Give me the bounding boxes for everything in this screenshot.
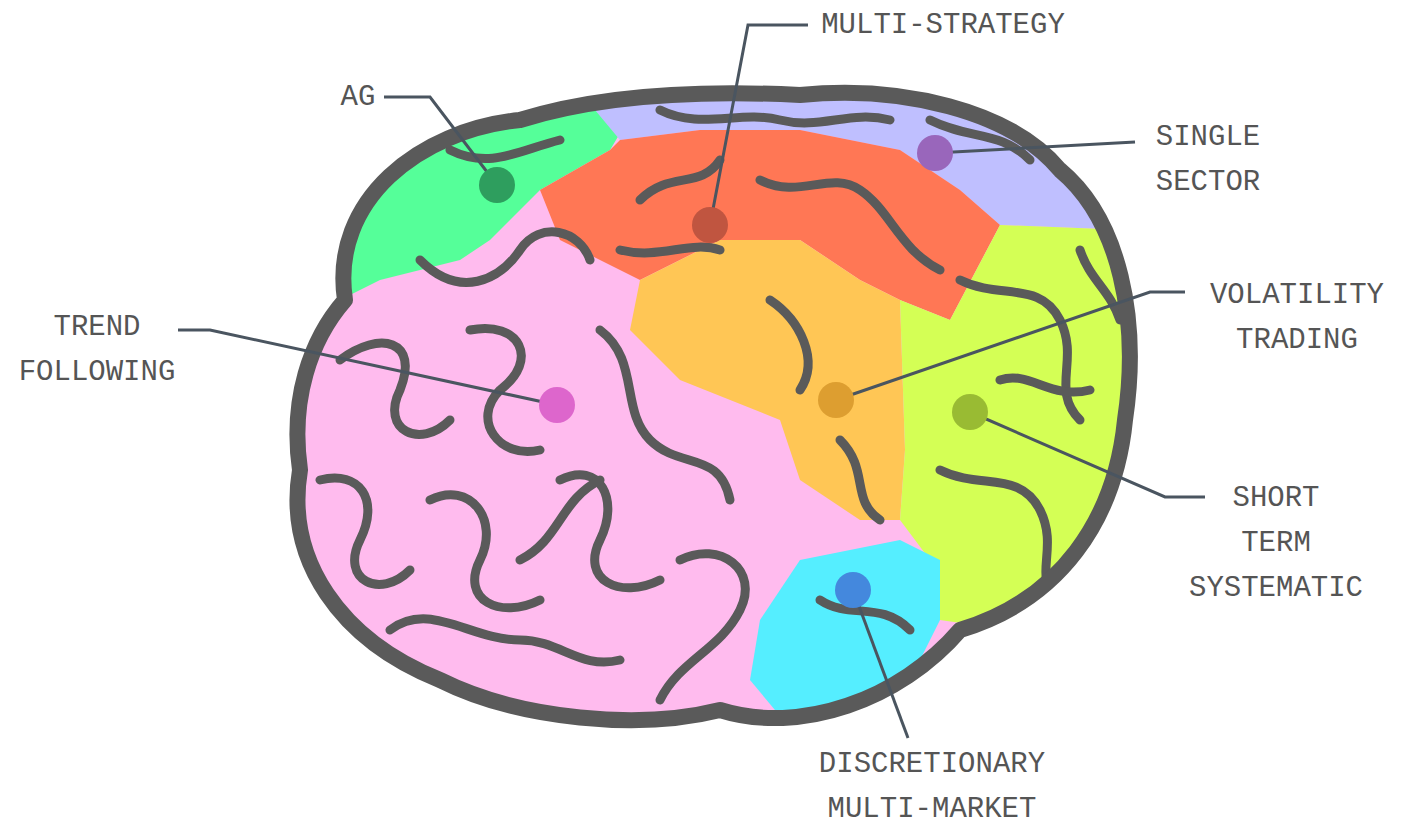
region-dot — [539, 387, 575, 423]
region-dot — [479, 167, 515, 203]
region-label: SINGLE SECTOR — [1143, 115, 1274, 205]
region-dot — [818, 382, 854, 418]
region-label: MULTI-STRATEGY — [804, 3, 1082, 48]
region-dot — [952, 394, 988, 430]
leader-line — [710, 25, 808, 225]
leader-line — [853, 590, 908, 738]
brain-regions — [250, 60, 1200, 780]
leader-line — [384, 97, 497, 185]
trend-region — [250, 60, 1200, 780]
region-label: TREND FOLLOWING — [6, 305, 189, 395]
leader-line — [970, 412, 1205, 497]
leader-line — [178, 330, 557, 405]
region-dot — [917, 135, 953, 171]
region-label: VOLATILITY TRADING — [1201, 273, 1392, 363]
brain-outline — [297, 93, 1129, 720]
region-dot — [692, 207, 728, 243]
region-dots — [479, 135, 988, 608]
region-label: SHORT TERM SYSTEMATIC — [1185, 476, 1368, 611]
leader-line — [836, 292, 1185, 400]
region-label: DISCRETIONARY MULTI-MARKET — [806, 742, 1058, 832]
region-label: AG — [323, 75, 393, 120]
region-dot — [835, 572, 871, 608]
leader-line — [935, 142, 1135, 153]
volatility-region — [630, 240, 905, 520]
leader-lines — [178, 25, 1205, 738]
